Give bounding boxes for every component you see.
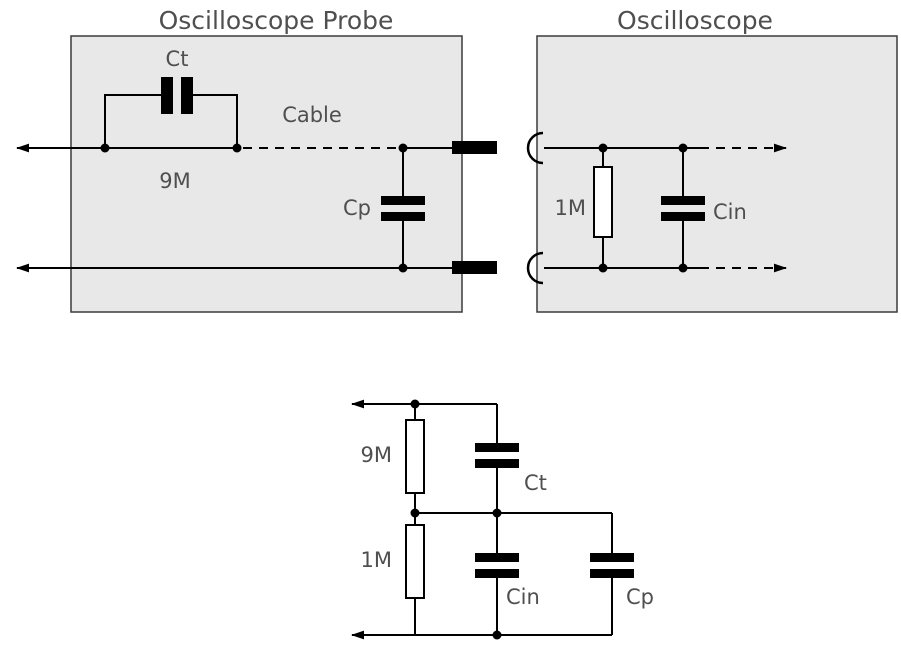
r9m-label: 9M	[159, 169, 190, 193]
junction-dot	[598, 263, 608, 273]
cin-plate-bottom	[661, 212, 705, 221]
equiv-ct-label: Ct	[524, 471, 547, 495]
cp-label: Cp	[343, 196, 371, 220]
equiv-ct-capacitor	[475, 443, 519, 468]
cp-plate-top	[590, 553, 634, 562]
junction-dot	[398, 143, 408, 153]
cin-plate-top	[475, 553, 519, 562]
equiv-r9m-resistor	[405, 419, 425, 494]
equiv-cin-label: Cin	[506, 585, 540, 609]
probe-junction-dots	[100, 143, 408, 273]
ct-plate-bottom	[475, 459, 519, 468]
cp-plate-bottom	[590, 569, 634, 578]
junction-dot	[410, 508, 420, 518]
equiv-cp-capacitor	[590, 553, 634, 578]
scope-wires	[544, 147, 700, 269]
equiv-cp-label: Cp	[626, 585, 654, 609]
bnc-connector-bottom	[526, 251, 544, 285]
equiv-junction-dots	[410, 399, 502, 640]
cable-label: Cable	[282, 103, 342, 127]
equiv-r9m-label: 9M	[361, 443, 392, 467]
junction-dot	[598, 143, 608, 153]
cin-label: Cin	[713, 200, 747, 224]
scope-box	[536, 35, 898, 313]
bnc-connector-top	[526, 131, 544, 165]
equiv-r1m-label: 1M	[361, 548, 392, 572]
ct-label: Ct	[166, 47, 189, 71]
probe-wires	[104, 94, 452, 269]
ct-capacitor	[161, 77, 193, 114]
junction-dot	[398, 263, 408, 273]
r1m-label: 1M	[555, 196, 586, 220]
ct-plate-right	[181, 77, 193, 114]
cp-capacitor	[381, 196, 425, 221]
cp-plate-top	[381, 196, 425, 205]
junction-dot	[678, 143, 688, 153]
junction-dot	[492, 508, 502, 518]
ct-plate-top	[475, 443, 519, 452]
equiv-cin-capacitor	[475, 553, 519, 578]
equiv-wires	[414, 404, 613, 635]
cin-capacitor	[661, 196, 705, 221]
scope-section: Oscilloscope 1M Cin	[526, 6, 898, 313]
junction-dot	[678, 263, 688, 273]
probe-section: Oscilloscope Probe Ct 9M	[16, 6, 497, 313]
r1m-resistor	[593, 166, 613, 238]
junction-dot	[232, 143, 242, 153]
equivalent-circuit-section: 9M Ct 1M Cin Cp	[351, 399, 654, 640]
probe-box	[70, 35, 463, 313]
ct-plate-left	[161, 77, 173, 114]
scope-title: Oscilloscope	[617, 6, 773, 35]
probe-title: Oscilloscope Probe	[159, 6, 394, 35]
connector-pin-bottom	[452, 261, 497, 274]
equiv-r1m-resistor	[405, 524, 425, 599]
scope-junction-dots	[598, 143, 688, 273]
cp-plate-bottom	[381, 212, 425, 221]
cin-plate-top	[661, 196, 705, 205]
junction-dot	[410, 399, 420, 409]
cin-plate-bottom	[475, 569, 519, 578]
connector-pin-top	[452, 141, 497, 154]
junction-dot	[492, 630, 502, 640]
junction-dot	[100, 143, 110, 153]
